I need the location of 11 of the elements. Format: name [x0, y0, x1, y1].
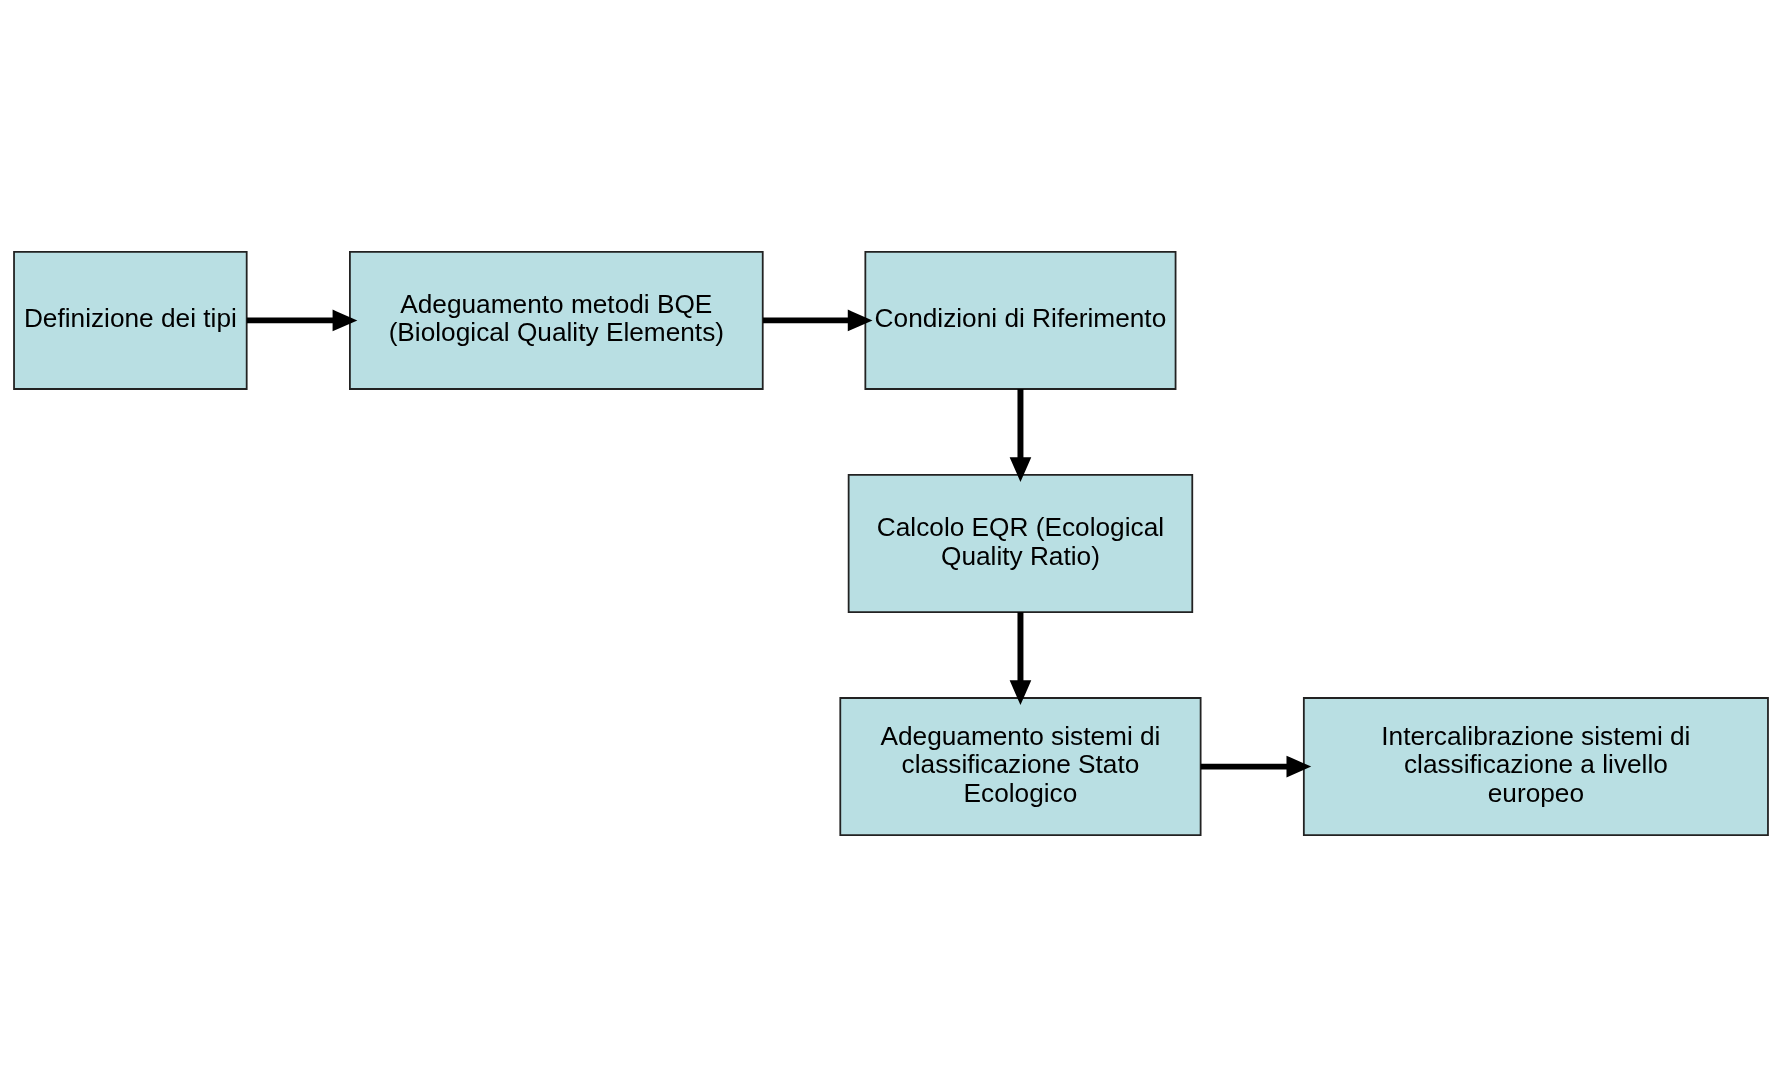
- node-box: Calcolo EQR (Ecological Quality Ratio): [847, 473, 1194, 613]
- arrow: [763, 309, 873, 331]
- node-box: Adeguamento sistemi di classificazione Stato Ecologico: [839, 696, 1202, 836]
- node-box: Condizioni di Riferimento: [864, 250, 1177, 390]
- node-box: Adeguamento metodi BQE (Biological Quality Elements): [349, 250, 764, 390]
- arrow: [1009, 611, 1032, 705]
- arrow: [246, 309, 358, 331]
- arrow: [1200, 755, 1312, 777]
- node-box: Intercalibrazione sistemi di classificazione a livello europeo: [1302, 696, 1769, 836]
- node-box: Definizione dei tipi: [13, 250, 248, 390]
- arrow: [1009, 388, 1032, 482]
